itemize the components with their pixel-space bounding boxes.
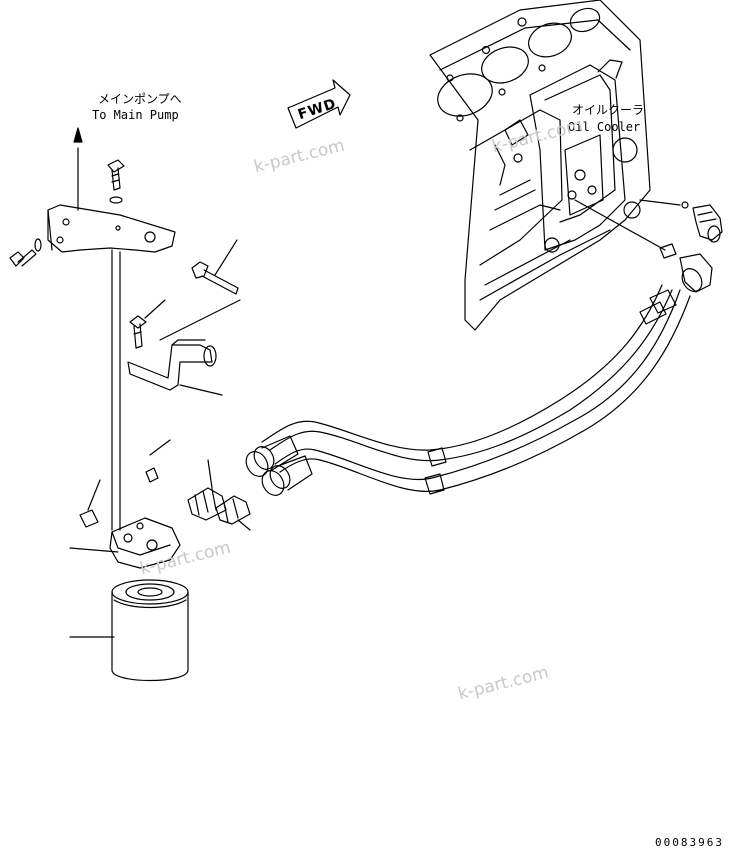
bracket-bolt-top xyxy=(107,159,125,204)
to-main-pump-label-en: To Main Pump xyxy=(92,108,179,122)
filter-head xyxy=(109,517,181,569)
drawing-code: 00083963 xyxy=(655,836,724,849)
fwd-arrow xyxy=(287,79,351,129)
hose-end-fittings xyxy=(245,435,313,496)
pipe-clamp-bracket xyxy=(127,339,217,391)
small-bolt xyxy=(129,315,147,349)
oil-cooler-body xyxy=(529,64,626,251)
oil-filter-cartridge xyxy=(111,579,189,682)
to-main-pump-arrow xyxy=(73,127,83,143)
engine-block xyxy=(429,0,651,331)
oil-cooler-hoses xyxy=(261,284,691,495)
bracket-bolt-side xyxy=(9,238,42,267)
long-bolt xyxy=(191,261,239,295)
oil-cooler-label-jp: オイルクーラ xyxy=(572,103,645,117)
oil-cooler-label-en: Oil Cooler xyxy=(568,120,641,134)
plug xyxy=(79,467,159,528)
to-main-pump-label-jp: メインポンプへ xyxy=(98,92,182,106)
elbow-fitting-upper xyxy=(692,204,723,243)
straight-connectors xyxy=(187,487,251,525)
elbow-fitting-lower xyxy=(659,243,713,293)
mounting-bracket xyxy=(47,204,176,253)
